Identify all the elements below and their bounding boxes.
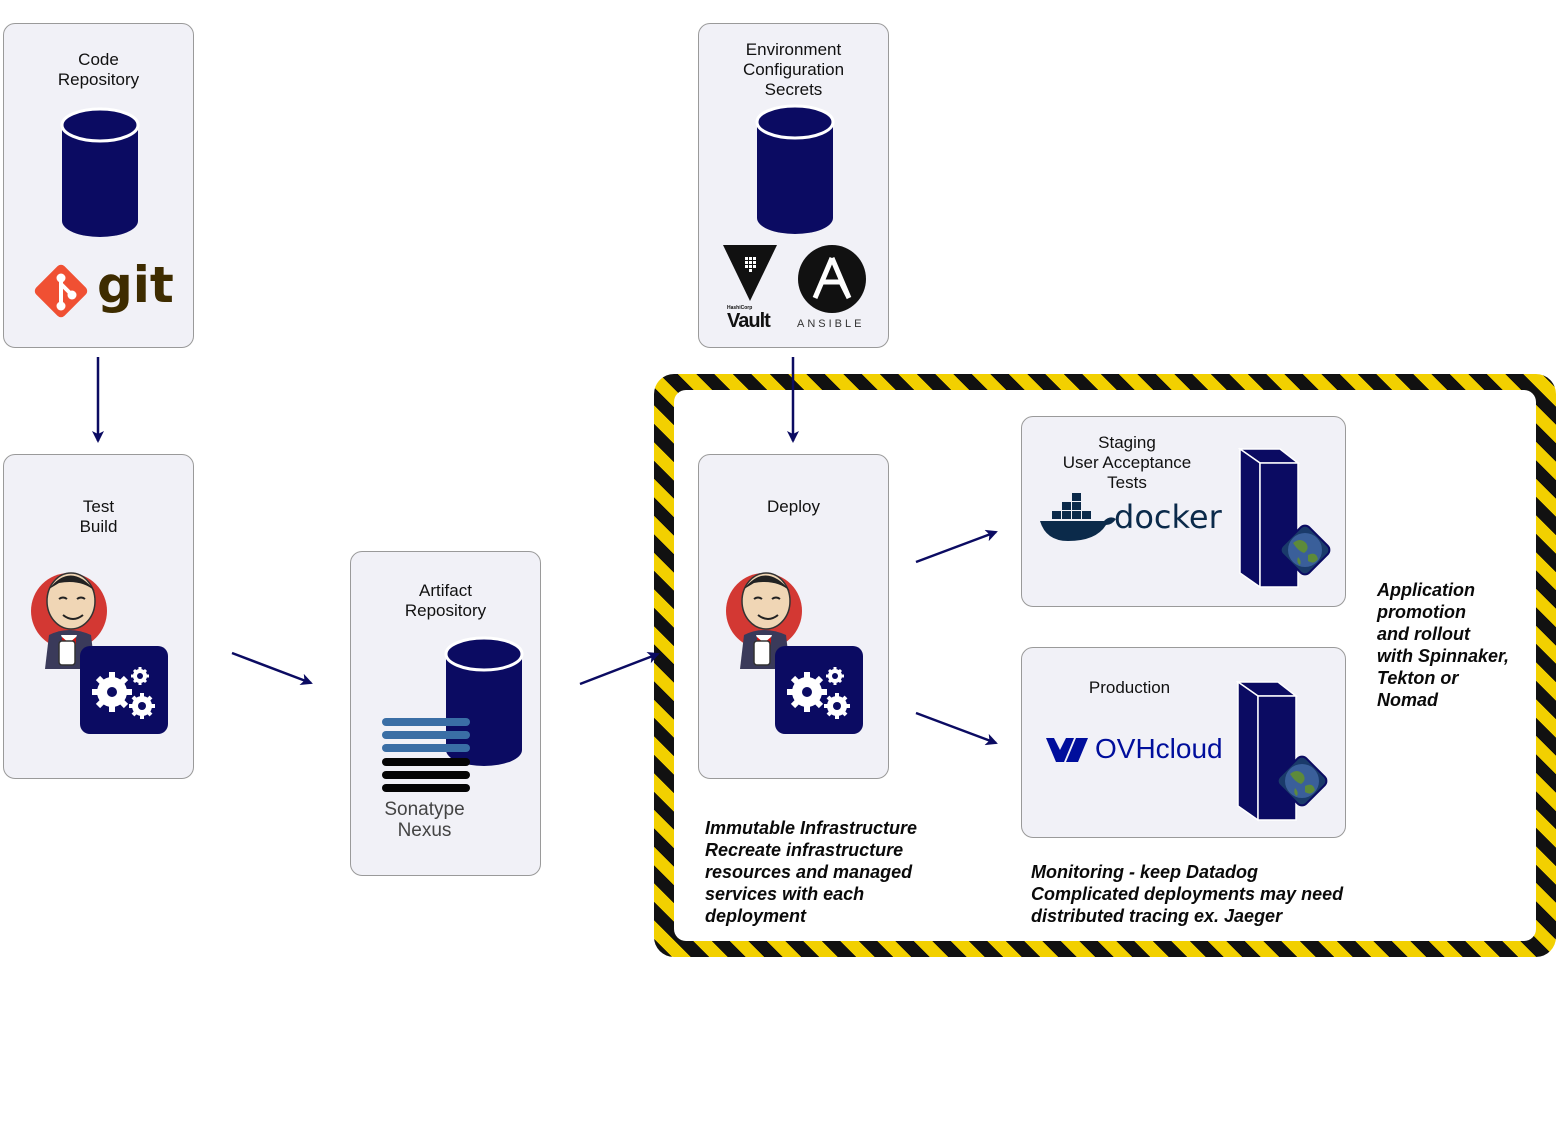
jenkins-icon — [726, 572, 802, 669]
vault-small-text: HashiCorp — [727, 305, 753, 311]
vault-logo-icon — [723, 245, 777, 301]
arrow-deploy-to-production — [915, 711, 998, 746]
deploy-title: Deploy — [767, 497, 820, 516]
ansible-logo-text: ANSIBLE — [797, 318, 865, 330]
environment-config-panel: Environment Configuration Secrets HashiC… — [698, 23, 889, 348]
artifact-repository-title: Artifact Repository — [404, 581, 487, 620]
ansible-logo-icon — [798, 245, 866, 313]
monitoring-note: Monitoring - keep Datadog Complicated de… — [1031, 862, 1344, 926]
gears-icon — [80, 646, 168, 734]
immutable-infrastructure-note: Immutable Infrastructure Recreate infras… — [705, 818, 918, 926]
gears-icon — [775, 646, 863, 734]
test-build-panel: Test Build — [3, 454, 194, 779]
artifact-repository-panel: Artifact Repository Sonatype Nexus — [350, 551, 541, 876]
staging-title: Staging User Acceptance Tests — [1062, 433, 1192, 492]
test-build-title: Test Build — [79, 497, 118, 536]
code-repository-title: Code Repository — [57, 50, 140, 89]
ovhcloud-logo-icon — [1046, 738, 1088, 762]
nexus-logo-text: Sonatype Nexus — [384, 799, 465, 841]
deploy-panel: Deploy — [698, 454, 889, 779]
production-panel: Production OVHcloud — [1021, 647, 1346, 838]
docker-logo-icon — [1040, 493, 1116, 541]
database-icon — [755, 104, 835, 234]
globe-icon — [1276, 755, 1328, 807]
jenkins-icon — [31, 572, 107, 669]
code-repository-panel: Code Repository git — [3, 23, 194, 348]
globe-icon — [1279, 524, 1331, 576]
git-logo-icon — [34, 264, 88, 318]
docker-logo-text: docker — [1114, 498, 1222, 536]
git-logo-text: git — [97, 256, 174, 314]
vault-logo-text: Vault — [727, 310, 771, 332]
server-icon — [1238, 447, 1301, 589]
environment-config-title: Environment Configuration Secrets — [742, 40, 845, 99]
production-title: Production — [1088, 678, 1171, 697]
server-icon — [1236, 680, 1299, 822]
arrow-test-to-artifact — [231, 651, 313, 686]
promotion-note: Application promotion and rollout with S… — [1377, 580, 1510, 710]
arrow-deploy-to-staging — [915, 529, 998, 564]
database-icon — [60, 107, 140, 237]
staging-panel: Staging User Acceptance Tests docker — [1021, 416, 1346, 607]
nexus-logo-icon — [382, 718, 470, 792]
arrow-artifact-to-deploy — [579, 651, 660, 686]
ovhcloud-logo-text: OVHcloud — [1095, 733, 1223, 764]
